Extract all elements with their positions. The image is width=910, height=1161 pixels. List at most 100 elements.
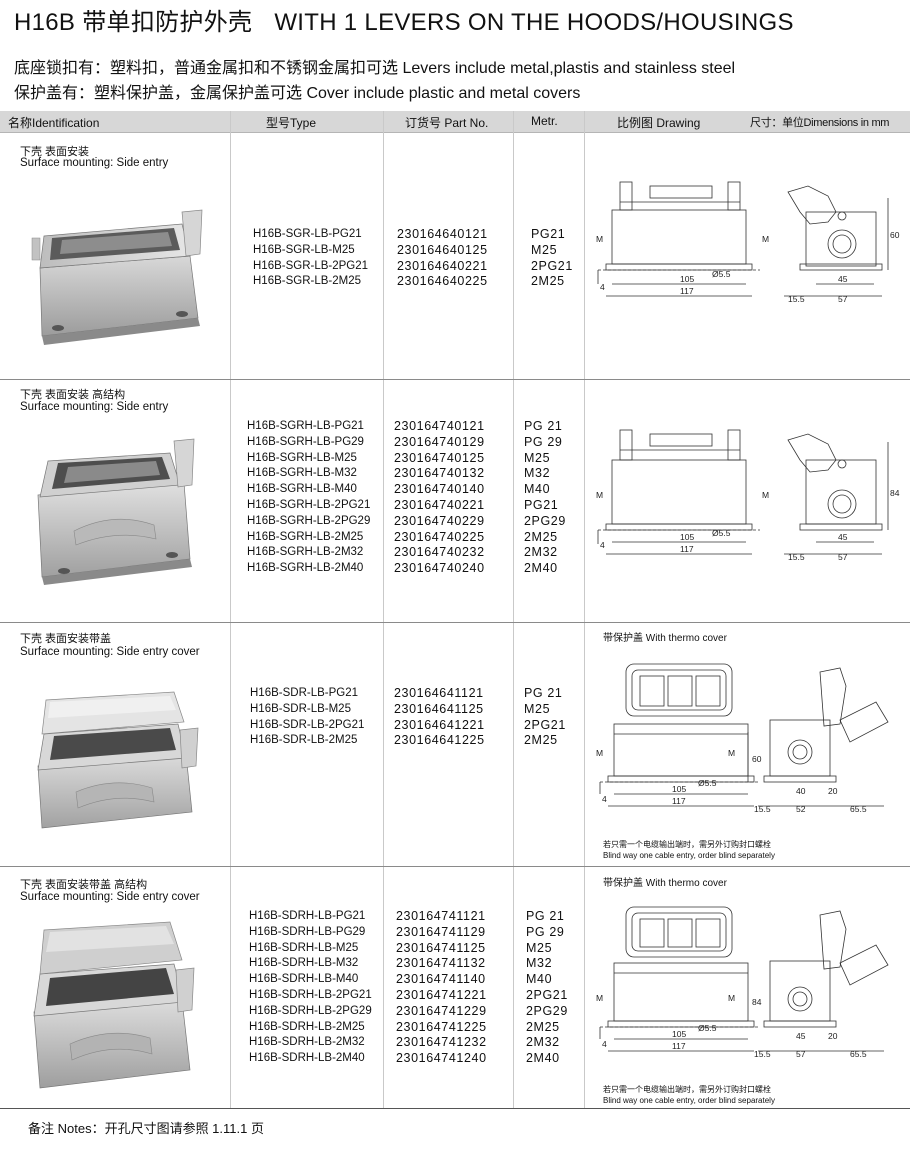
dim-hole: Ø5.5	[712, 528, 731, 538]
metr-cell: 2M25	[531, 274, 565, 289]
metr-cell: 2M25	[524, 733, 558, 748]
column-divider	[584, 111, 585, 1108]
part-number-cell: 230164741121	[396, 909, 486, 923]
type-cell: H16B-SDRH-LB-2M40	[249, 1052, 365, 1065]
type-cell: H16B-SGRH-LB-PG29	[247, 435, 364, 448]
type-cell: H16B-SDRH-LB-M32	[249, 957, 359, 970]
type-cell: H16B-SDRH-LB-PG21	[249, 910, 366, 922]
type-cell: H16B-SGRH-LB-2PG21	[247, 498, 371, 511]
dim-cover-open: 65.5	[850, 804, 867, 814]
part-number-cell: 230164741140	[396, 972, 486, 987]
cover-description: 保护盖有：塑料保护盖，金属保护盖可选 Cover include plastic…	[14, 85, 581, 102]
type-cell: H16B-SDRH-LB-M40	[249, 973, 359, 986]
dim-height: 60	[890, 230, 900, 240]
metr-cell: PG 21	[526, 909, 565, 923]
note-zh: 若只需一个电缆输出端时，需另外订购封口螺栓	[603, 1085, 771, 1094]
note-en: Blind way one cable entry, order blind s…	[603, 1096, 775, 1105]
levers-description: 底座锁扣有：塑料扣，普通金属扣和不锈钢金属扣可选 Levers include …	[14, 60, 736, 77]
dim-hole-spacing: 45	[838, 532, 848, 542]
dim-hole-spacing: 40	[796, 786, 806, 796]
part-number-cell: 230164740221	[394, 497, 485, 512]
part-number-cell: 230164740240	[394, 561, 485, 576]
cover-label: 带保护盖 With thermo cover	[603, 878, 727, 889]
dim-depth: 57	[838, 552, 848, 562]
part-number-cell: 230164740121	[394, 419, 485, 433]
type-cell: H16B-SGR-LB-2PG21	[253, 259, 369, 272]
table-header: 名称Identification 型号Type 订货号 Part No. Met…	[0, 111, 910, 133]
row-name-en: Surface mounting: Side entry cover	[20, 646, 200, 658]
title-model: H16B	[14, 9, 76, 36]
metr-cell: 2M40	[524, 561, 558, 576]
metr-cell: 2PG21	[526, 987, 568, 1002]
col-part-no: 订货号 Part No.	[405, 116, 489, 130]
title-zh: 带单扣防护外壳	[82, 9, 253, 36]
type-cell: H16B-SGR-LB-2M25	[253, 275, 362, 288]
dim-m: M	[762, 490, 769, 500]
dim-hole: Ø5.5	[712, 269, 731, 279]
type-cell: H16B-SDRH-LB-2PG21	[249, 988, 372, 1001]
type-cell: H16B-SDRH-LB-2M32	[249, 1036, 365, 1049]
row-name-en: Surface mounting: Side entry	[20, 401, 169, 413]
dim-width: 105	[672, 784, 686, 794]
col-drawing: 比例图 Drawing	[617, 116, 701, 130]
part-number-cell: 230164740140	[394, 482, 485, 497]
part-number-cell: 230164640225	[397, 274, 488, 289]
housing-photo	[37, 691, 199, 829]
col-metr: Metr.	[531, 114, 558, 128]
type-cell: H16B-SDR-LB-2PG21	[250, 718, 365, 731]
housing-photo	[37, 438, 195, 585]
dim-total: 117	[672, 796, 686, 806]
part-number-cell: 230164741221	[396, 987, 487, 1002]
type-cell: H16B-SGRH-LB-2M32	[247, 546, 364, 559]
dim-offset: 15.5	[788, 294, 805, 304]
dim-m: M	[762, 234, 769, 244]
column-divider	[513, 111, 514, 1108]
metr-cell: 2M40	[526, 1051, 560, 1066]
dim-depth: 52	[796, 804, 806, 814]
part-number-cell: 230164641121	[394, 686, 484, 700]
dim-width: 105	[672, 1029, 686, 1039]
row-name-zh: 下壳 表面安装带盖 高结构	[20, 879, 148, 891]
metr-cell: M40	[526, 972, 553, 987]
type-cell: H16B-SGR-LB-PG21	[253, 228, 362, 240]
metr-cell: 2PG29	[526, 1003, 568, 1018]
metr-cell: PG 21	[524, 686, 563, 700]
metr-cell: PG 29	[524, 434, 563, 449]
row-divider	[0, 622, 910, 623]
metr-cell: M25	[526, 940, 553, 955]
metr-cell: M32	[524, 466, 551, 481]
dim-left: 4	[602, 1039, 607, 1049]
part-number-cell: 230164740229	[394, 513, 485, 528]
dim-left: 4	[600, 540, 605, 550]
type-cell: H16B-SDRH-LB-PG29	[249, 925, 366, 938]
type-cell: H16B-SGRH-LB-M40	[247, 483, 357, 496]
part-number-cell: 230164741129	[396, 924, 486, 939]
part-number-cell: 230164640221	[397, 258, 488, 273]
part-number-cell: 230164641125	[394, 701, 484, 716]
dim-hole-spacing: 45	[796, 1031, 806, 1041]
dimension-drawing: 105 117 Ø5.5 4 M M 60 15.5 52 40 20 65.5	[596, 663, 889, 814]
dim-left: 4	[600, 282, 605, 292]
dim-m: M	[596, 748, 603, 758]
dim-cover-offset: 20	[828, 786, 838, 796]
dim-depth: 57	[838, 294, 848, 304]
dim-m: M	[728, 748, 735, 758]
dim-m: M	[596, 993, 603, 1003]
type-cell: H16B-SDR-LB-M25	[250, 702, 351, 715]
metr-cell: M25	[524, 450, 551, 465]
metr-cell: 2M25	[526, 1019, 560, 1034]
type-cell: H16B-SGRH-LB-2M40	[247, 562, 364, 575]
column-divider	[230, 111, 231, 1108]
part-number-cell: 230164641225	[394, 733, 485, 748]
part-number-cell: 230164740232	[394, 545, 485, 560]
dim-height: 84	[752, 997, 762, 1007]
type-cell: H16B-SDRH-LB-M25	[249, 941, 359, 954]
cover-label: 带保护盖 With thermo cover	[603, 633, 727, 644]
